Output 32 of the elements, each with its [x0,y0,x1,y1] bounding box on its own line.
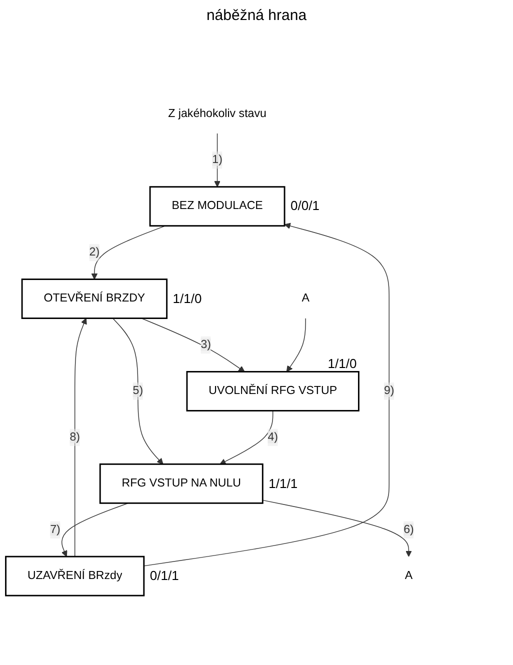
state-code-label: 0/0/1 [288,198,322,214]
edge-label: 7) [50,523,60,536]
state-code-label: 1/1/1 [266,476,300,491]
arrow [74,318,87,557]
arrow [262,500,412,557]
state-code-label: 0/1/1 [148,568,181,584]
edge-label: 5) [132,384,144,397]
node-box: UZAVŘENÍ BRzdy [5,556,145,596]
state-code-label: 1/1/0 [326,356,359,371]
node-box: RFG VSTUP NA NULU [99,463,264,504]
arrow [286,318,306,372]
node-text: A [404,570,413,582]
state-code-label: 1/1/0 [170,290,204,306]
node-box: OTEVŘENÍ BRZDY [21,278,168,319]
arrow [141,318,245,372]
edge-label: 2) [89,246,100,258]
edge-label: 9) [384,384,394,397]
arrow [214,133,220,188]
arrow [91,225,166,280]
arrow [144,222,390,566]
arrow [220,410,274,464]
edge-label: 3) [200,338,211,351]
edge-label: 1) [212,154,222,166]
arrow [112,318,164,464]
node-box: BEZ MODULACE [149,186,286,227]
note-label: náběžná hrana [206,6,307,24]
edge-label: 8) [70,430,80,444]
edge-label: 6) [404,523,414,536]
node-text: A [302,292,310,305]
node-text: Z jakéhokoliv stavu [168,107,266,120]
edge-label: 4) [268,430,278,444]
node-box: UVOLNĚNÍ RFG VSTUP [186,371,360,412]
